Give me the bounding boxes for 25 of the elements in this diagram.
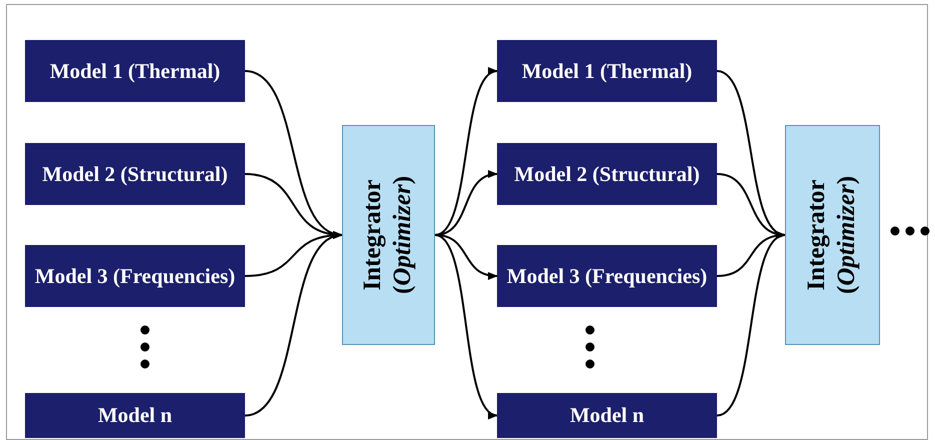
- model-label: Model 2 (Structural): [42, 160, 228, 188]
- model-label: Model n: [98, 402, 172, 429]
- model-label: Model 3 (Frequencies): [506, 262, 708, 290]
- arrow: [244, 234, 343, 416]
- integrator-box: [785, 125, 880, 345]
- arrow: [434, 234, 498, 280]
- model-box: [497, 245, 717, 307]
- integrator-label: Integrator (Optimizer): [802, 176, 862, 294]
- model-label: Model 1 (Thermal): [50, 58, 220, 84]
- arrow: [434, 70, 498, 236]
- integrator-box: [342, 125, 435, 345]
- model-label: Model 3 (Frequencies): [34, 262, 236, 290]
- integrator-label: Integrator (Optimizer): [358, 176, 418, 294]
- model-box: [25, 40, 245, 102]
- model-box: [497, 40, 717, 102]
- model-label: Model 1 (Thermal): [522, 58, 692, 84]
- model-box: [497, 143, 717, 205]
- model-label: Model n: [570, 402, 644, 429]
- model-box: [497, 393, 717, 438]
- model-box: [25, 245, 245, 307]
- model-label: Model 2 (Structural): [514, 160, 700, 188]
- model-box: [25, 143, 245, 205]
- model-box: [25, 393, 245, 438]
- arrow: [434, 234, 498, 416]
- arrow: [716, 234, 786, 416]
